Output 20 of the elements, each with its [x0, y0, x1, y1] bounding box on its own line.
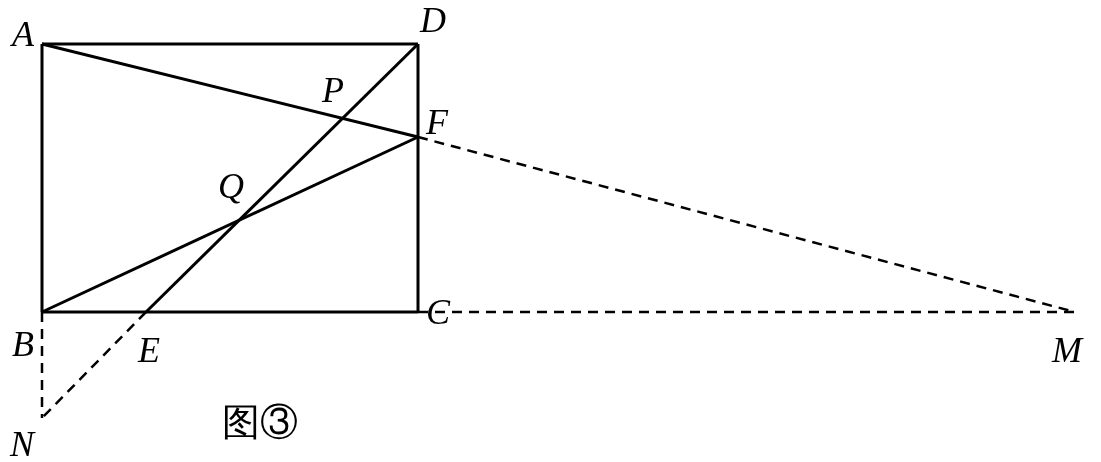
point-label: A [12, 16, 34, 52]
point-label: N [10, 426, 34, 462]
point-label: F [426, 104, 448, 140]
point-label: B [12, 326, 34, 362]
point-label: E [138, 332, 160, 368]
line-segment [144, 42, 420, 314]
point-label: Q [218, 168, 244, 204]
point-label: D [420, 2, 446, 38]
line-segment [41, 42, 419, 139]
line-segment [416, 44, 420, 312]
dashed-line [41, 311, 147, 419]
point-label: P [322, 72, 344, 108]
figure-caption: 图③ [222, 402, 298, 442]
dashed-line [418, 310, 1075, 314]
line-segment [40, 44, 44, 312]
dashed-line [40, 312, 44, 418]
line-segment [41, 135, 419, 314]
point-label: M [1052, 332, 1082, 368]
point-label: C [426, 294, 450, 330]
line-segment [42, 310, 418, 314]
